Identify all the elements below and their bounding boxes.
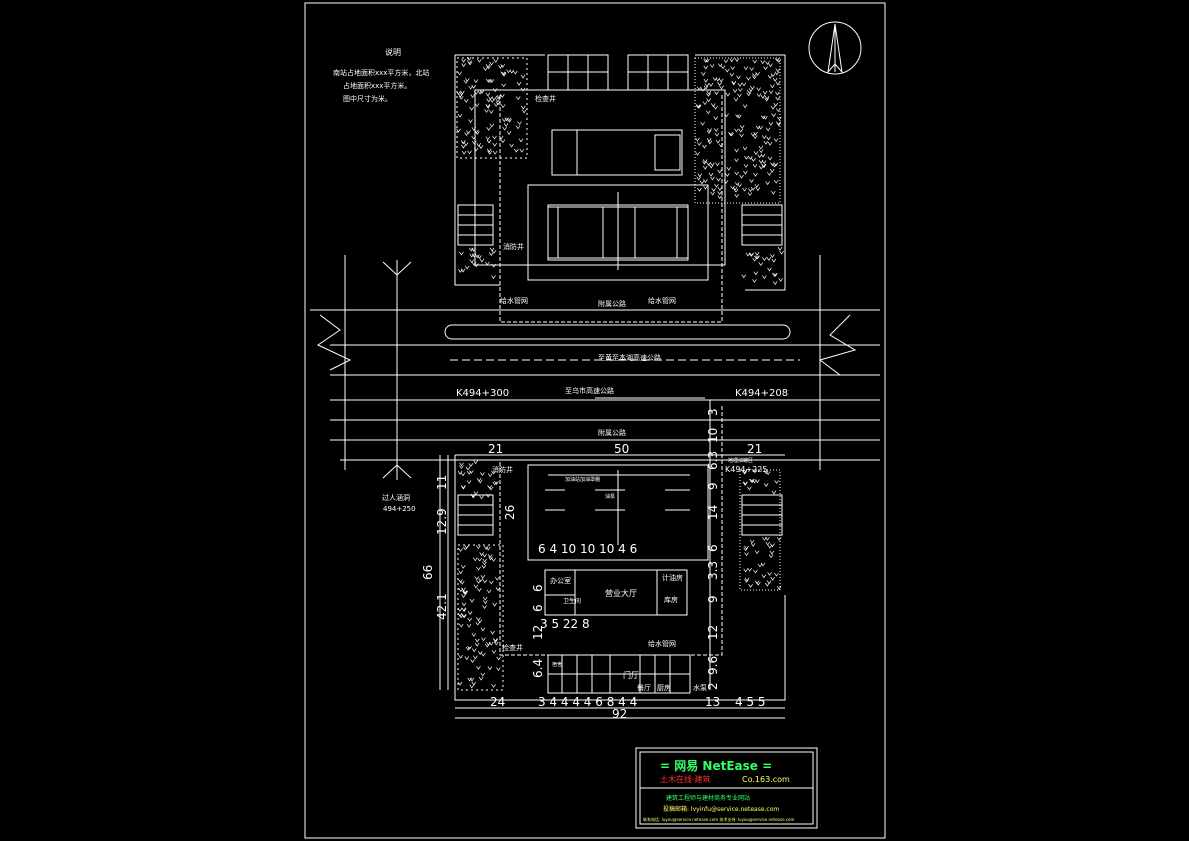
brand-site: Co.163.com	[742, 775, 790, 784]
dim-canopy-row: 6 4 10 10 10 4 6	[538, 542, 637, 556]
label-restaurant: 餐厅	[637, 683, 651, 692]
brand-footer: 联系电话: luyou@service.netease.com 技术支持: lu…	[643, 816, 794, 822]
dim-r-9: 9	[706, 482, 720, 490]
dim-bottom-row: 3 4 4 4 4 6 8 4 4	[538, 695, 637, 709]
road-label-highway-2: 至乌市高速公路	[565, 386, 614, 395]
notes-line-2: 占地面积xxx平方米。	[343, 81, 411, 90]
underpass-station: 494+250	[383, 505, 416, 513]
dim-26: 26	[503, 505, 517, 520]
dim-6b: 6	[531, 604, 545, 612]
notes-block: 说明 南站占地面积xxx平方米，北站 占地面积xxx平方米。 图中尺寸为米。	[333, 47, 429, 103]
label-canopy-south: 加油站加油罩棚	[565, 476, 600, 483]
notes-line-1: 南站占地面积xxx平方米，北站	[333, 68, 429, 77]
label-cashier: 计油房	[662, 573, 683, 582]
brand-title: = 网易 NetEase =	[660, 759, 772, 773]
dim-12: 12	[531, 625, 545, 640]
dim-13: 13	[705, 695, 720, 709]
drawing-border	[304, 2, 886, 839]
dim-6-4: 6.4	[531, 659, 545, 678]
label-inspection-well-south: 检查井	[502, 643, 523, 652]
dim-r-3: 3	[706, 408, 720, 416]
notes-line-3: 图中尺寸为米。	[343, 94, 392, 103]
label-office: 办公室	[550, 576, 571, 585]
highway	[310, 255, 880, 480]
label-warehouse: 库房	[664, 595, 678, 604]
underpass-label: 过人涵洞	[382, 493, 410, 502]
dim-12-9: 12.9	[435, 508, 449, 535]
dim-r-14: 14	[706, 505, 720, 520]
dim-r-9b: 9	[706, 595, 720, 603]
dim-r-6-3: 6.3	[706, 451, 720, 470]
label-dorm: 宿舍	[552, 661, 562, 668]
label-fire-hydrant-south: 消防井	[492, 465, 513, 474]
brand-subtitle: 土木在线·建筑	[660, 774, 711, 784]
dim-hall-row: 3 5 22 8	[540, 617, 590, 631]
label-kitchen: 厨房	[657, 683, 671, 692]
dim-11: 11	[435, 475, 449, 490]
dim-21-left: 21	[488, 442, 503, 456]
brand-contact: 投稿邮箱: lvyinfu@service.netease.com	[663, 805, 779, 813]
station-mid: K494+225	[725, 465, 768, 474]
dim-50: 50	[614, 442, 629, 456]
label-boiler: 水泵	[693, 683, 707, 692]
dim-92: 92	[612, 707, 627, 721]
brand-desc: 建筑工程师与建材商务专业网站	[666, 794, 750, 802]
dim-r-9-6: 9.6	[706, 656, 720, 675]
north-arrow-icon	[808, 21, 862, 75]
dim-66: 66	[421, 565, 435, 580]
dim-r-12: 12	[706, 625, 720, 640]
dim-21-right: 21	[747, 442, 762, 456]
label-water-pipe-south: 给水管网	[648, 639, 676, 648]
label-tank-area: 地埋油罐区	[728, 457, 753, 464]
station-right: K494+208	[735, 388, 788, 399]
title-block-text: = 网易 NetEase = 土木在线·建筑 Co.163.com 建筑工程师与…	[643, 759, 794, 822]
label-gate: 门厅	[623, 670, 639, 680]
label-pump: 油泵	[605, 493, 615, 500]
road-label-service-north: 附属公路	[598, 299, 626, 308]
label-water-pipe-north-right: 给水管网	[648, 296, 676, 305]
dim-6a: 6	[531, 584, 545, 592]
dimensions: 21 50 21 92 24 13 3 4 4 4 4 6 8 4 4 4 5 …	[421, 408, 766, 721]
road-label-service-south: 附属公路	[598, 428, 626, 437]
dim-42-1: 42.1	[435, 593, 449, 620]
label-water-pipe-north-left: 给水管网	[500, 296, 528, 305]
dim-r-6: 6	[706, 544, 720, 552]
notes-title: 说明	[385, 47, 401, 57]
road-label-highway: 至黄至本湖高速公路	[598, 353, 661, 362]
dim-right-row: 4 5 5	[735, 695, 766, 709]
label-wc: 卫生间	[563, 597, 581, 605]
dim-24: 24	[490, 695, 505, 709]
north-station	[454, 54, 786, 323]
grass-hatch	[456, 56, 784, 689]
dim-r-10: 10	[706, 428, 720, 443]
station-left: K494+300	[456, 388, 509, 399]
label-fire-hydrant: 消防井	[503, 242, 524, 251]
dim-r-2: 2	[706, 682, 720, 690]
label-hall: 营业大厅	[605, 588, 637, 598]
label-inspection-well: 检查井	[535, 94, 556, 103]
title-block	[635, 747, 818, 829]
dim-r-3-3: 3.3	[706, 561, 720, 580]
